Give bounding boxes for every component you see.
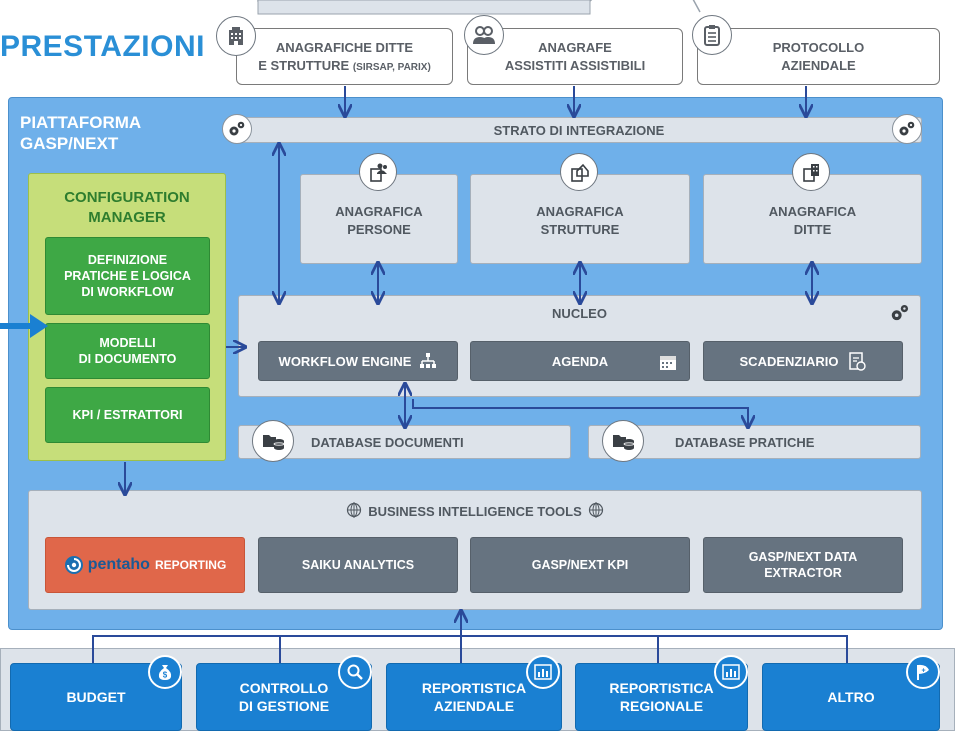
top-tab-outline [257,0,701,15]
database-label: DATABASE DOCUMENTI [311,434,464,450]
source-anagrafiche-ditte: ANAGRAFICHE DITTE E STRUTTURE (SIRSAP, P… [236,28,453,85]
magnifier-icon [338,655,372,689]
source-line1: ANAGRAFE [538,39,612,55]
config-manager-title: CONFIGURATION MANAGER [28,188,226,227]
config-item-line: PRATICHE E LOGICA [64,268,191,283]
nucleo-label: NUCLEO [552,306,607,321]
registry-line1: ANAGRAFICA [335,204,423,219]
source-protocollo: PROTOCOLLO AZIENDALE [697,28,940,85]
source-line2: ASSISTITI ASSISTIBILI [504,57,646,73]
network-icon [588,502,604,521]
bi-tool-line2: EXTRACTOR [764,566,842,580]
integration-layer: STRATO DI INTEGRAZIONE [236,117,922,143]
registry-line2: DITTE [793,221,832,237]
money-bag-icon: $ [148,655,182,689]
bi-tool-saiku: SAIKU ANALYTICS [258,537,458,593]
database-icon [252,420,294,462]
gear-icon [889,302,911,329]
source-line2-text: E STRUTTURE [258,57,350,73]
output-line: AZIENDALE [433,698,515,714]
source-note: (SIRSAP, PARIX) [352,61,431,73]
platform-title: PIATTAFORMA GASP/NEXT [20,112,141,155]
bi-tool-pentaho-reporting: pentaho REPORTING [45,537,245,593]
page-title: PRESTAZIONI [0,30,205,63]
output-line: ALTRO [827,688,875,705]
output-line: REPORTISTICA [609,679,714,696]
registry-line2: PERSONE [347,221,411,237]
pentaho-logo-icon [64,555,84,575]
config-item-line: KPI / ESTRATTORI [72,407,183,422]
module-label: SCADENZIARIO [739,353,839,369]
workflow-icon [419,352,437,370]
module-label: AGENDA [551,353,609,369]
clipboard-icon [692,15,732,55]
gear-icon [222,114,252,144]
module-workflow-engine: WORKFLOW ENGINE [258,341,458,381]
bar-chart-icon [526,655,560,689]
svg-text:+: + [921,667,925,674]
people-doc-icon [359,153,397,191]
config-item-kpi: KPI / ESTRATTORI [45,387,210,443]
output-line: REPORTISTICA [421,679,527,696]
database-documenti: DATABASE DOCUMENTI [238,425,571,459]
bi-tool-label: SAIKU ANALYTICS [301,558,415,572]
output-line: DI GESTIONE [238,698,330,714]
calendar-icon [659,353,677,371]
building-icon [216,16,256,56]
pentaho-brand: pentaho [87,556,150,573]
bi-label-text: BUSINESS INTELLIGENCE TOOLS [368,504,582,519]
house-doc-icon [560,153,598,191]
bi-tool-label: GASP/NEXT KPI [531,558,629,572]
config-title-line2: MANAGER [88,208,166,226]
bi-tool-kpi: GASP/NEXT KPI [470,537,690,593]
people-icon [464,15,504,55]
bar-chart-icon [714,655,748,689]
module-scadenziario: SCADENZIARIO [703,341,903,381]
network-icon [346,502,362,521]
source-line2: AZIENDALE [781,57,856,73]
registry-line2: STRUTTURE [540,221,620,237]
map-pin-icon: + [906,655,940,689]
source-line1: PROTOCOLLO [772,39,865,55]
bi-tool-extractor: GASP/NEXT DATA EXTRACTOR [703,537,903,593]
source-line1: ANAGRAFICHE DITTE [275,39,414,55]
svg-text:$: $ [163,671,168,680]
config-item-line: DI DOCUMENTO [78,352,177,366]
config-item-line: MODELLI [99,335,156,350]
bi-title: BUSINESS INTELLIGENCE TOOLS [28,502,922,521]
output-line: REGIONALE [619,698,704,714]
source-line2: E STRUTTURE (SIRSAP, PARIX) [237,57,452,75]
database-icon [602,420,644,462]
schedule-icon [848,351,867,371]
config-item-modelli: MODELLI DI DOCUMENTO [45,323,210,379]
registry-line1: ANAGRAFICA [768,204,857,219]
bi-tool-line1: GASP/NEXT DATA [748,549,858,564]
output-line: BUDGET [66,688,126,705]
bi-tool-label: REPORTING [154,558,227,572]
config-title-line1: CONFIGURATION [64,189,190,206]
platform-title-line1: PIATTAFORMA [20,113,142,132]
config-item-line: DEFINIZIONE [87,252,168,267]
module-label: WORKFLOW ENGINE [278,353,412,369]
database-label: DATABASE PRATICHE [675,434,815,450]
module-agenda: AGENDA [470,341,690,381]
output-line: CONTROLLO [239,679,329,696]
gear-icon [892,114,922,144]
building-doc-icon [792,153,830,191]
registry-line1: ANAGRAFICA [536,204,624,219]
platform-title-line2: GASP/NEXT [20,134,119,154]
config-item-line: DI WORKFLOW [81,285,174,300]
